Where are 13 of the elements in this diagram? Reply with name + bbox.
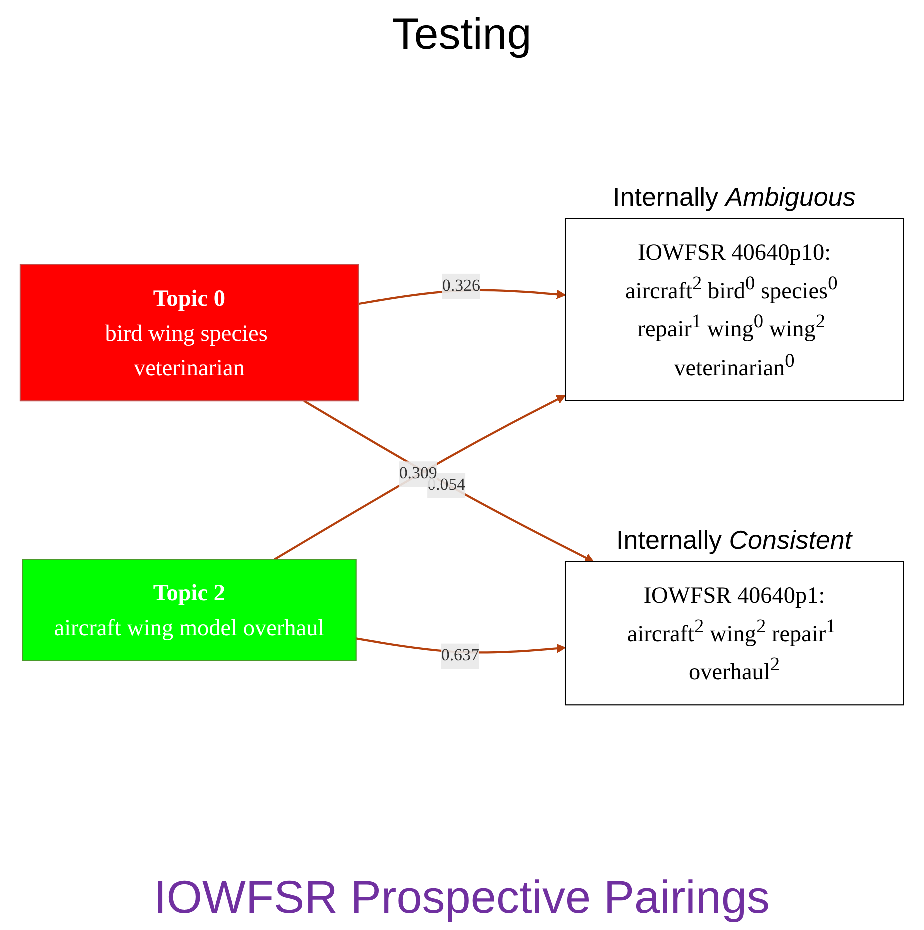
node-box: Topic 2 aircraft wing model overhaul <box>22 559 357 662</box>
arrow <box>304 400 594 562</box>
heading-text: Testing <box>392 10 532 60</box>
arrow <box>274 395 566 560</box>
annotation-text: Internally Ambiguous <box>613 182 856 213</box>
node-box: IOWFSR 40640p1: aircraft$^{2}$ wing$^{2}$ repair$^{1}$ overhaul$^{2}$ <box>565 561 904 706</box>
annotation-text: Internally Consistent <box>616 524 852 556</box>
edge-label: 0.637 <box>441 646 480 665</box>
edge-label: 0.309 <box>399 464 438 483</box>
node-box: Topic 0 bird wing species veterinarian <box>20 264 359 402</box>
caption: IOWFSR Prospective Pairings <box>154 870 770 924</box>
edge-label: 0.326 <box>442 277 480 296</box>
node-box: IOWFSR 40640p10: aircraft$^{2}$ bird$^{0}$ species$^{0}$ repair$^{1}$ wing$^{0}$ wing$^{2}$ veterinarian$^{0}$ <box>565 218 904 402</box>
